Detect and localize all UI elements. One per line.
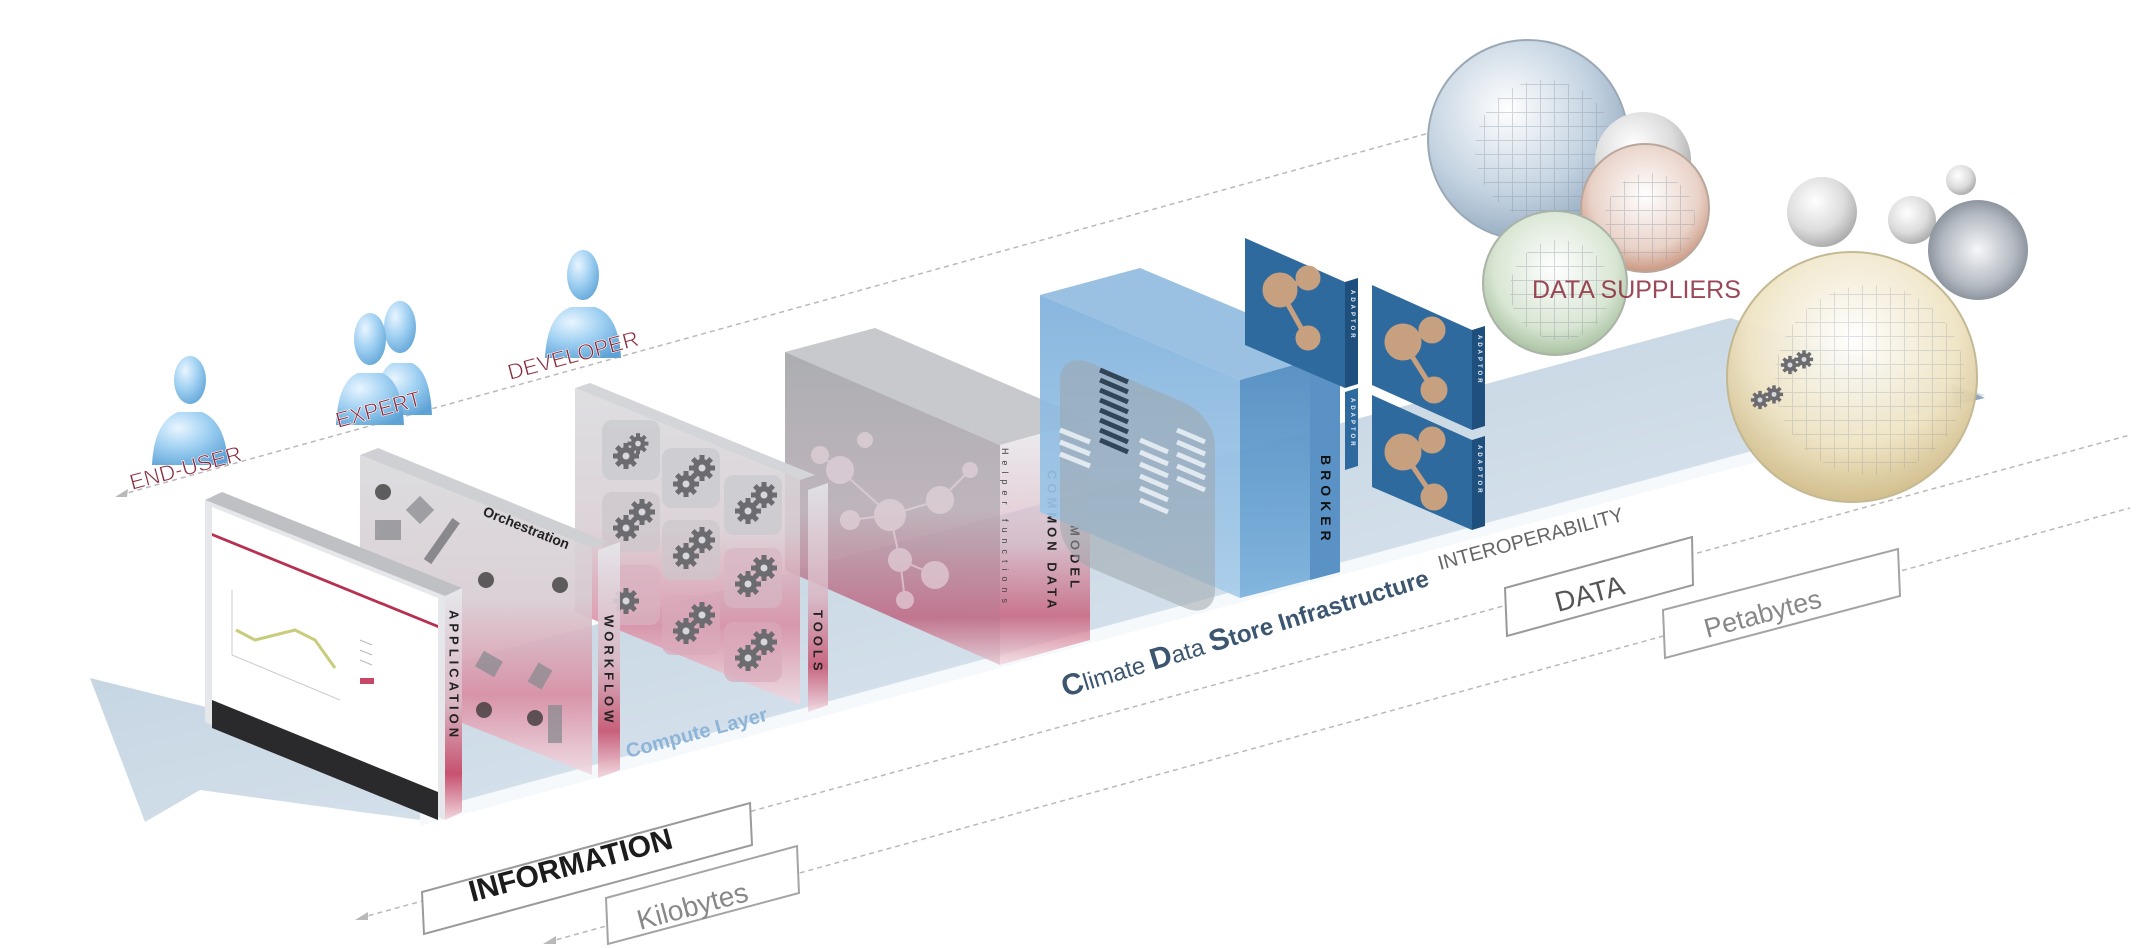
helper-functions-label: Helper functions: [1000, 448, 1010, 609]
title-rest-c: limate: [1080, 650, 1155, 696]
kilobytes-guide-line: [547, 507, 2131, 943]
person-icon: [152, 356, 228, 465]
adaptor-panel[interactable]: ADAPTOR: [1372, 285, 1485, 430]
adaptor-edge: [1472, 436, 1485, 530]
kilobytes-guide-arrowhead: [543, 936, 556, 944]
actor-developer[interactable]: [545, 250, 621, 358]
share-icon: [1262, 265, 1321, 351]
workflow-panel-top: [360, 448, 608, 548]
adaptor-face: [1372, 285, 1472, 430]
broker-light-lines: [1059, 427, 1206, 515]
bubble-grey: [1787, 177, 1857, 247]
bubble-grey: [1888, 196, 1936, 244]
adaptor-label: ADAPTOR: [1476, 335, 1482, 386]
adaptor-panel[interactable]: ADAPTOR: [1372, 395, 1485, 530]
adaptor-edge: [1472, 326, 1485, 430]
person-icon: [545, 250, 621, 358]
gear-tiles: [602, 420, 782, 682]
broker-dark-lines: [1099, 367, 1129, 455]
orchestration-icons: [375, 484, 568, 743]
actor-guide-arrowhead: [115, 489, 128, 497]
workflow-side-strip: [598, 542, 620, 778]
globe-gold[interactable]: [1726, 251, 1978, 503]
share-icon: [1384, 316, 1448, 404]
tools-panel-top: [575, 383, 815, 480]
tools-side-strip: [808, 483, 828, 712]
application-footer-bar: [212, 708, 438, 820]
bubble-grey: [1946, 165, 1976, 195]
broker-label: BROKER: [1318, 455, 1334, 546]
adaptor-label: ADAPTOR: [1476, 445, 1482, 496]
adaptor-panel[interactable]: ADAPTOR: [1245, 238, 1358, 388]
people-icon: [336, 301, 432, 425]
data-suppliers-label: DATA SUPPLIERS: [1532, 276, 1741, 304]
broker-inner-panel: [1060, 360, 1215, 611]
globe-blue[interactable]: [1427, 39, 1629, 241]
workflow-label: WORKFLOW: [602, 615, 617, 726]
application-frame-top: [205, 492, 462, 596]
adaptor-panel[interactable]: ADAPTOR: [1345, 388, 1358, 470]
broker-label-strip: [1310, 352, 1340, 580]
adaptor-label: ADAPTOR: [1349, 398, 1355, 449]
slab-edge-highlight: [420, 438, 1800, 826]
adaptor-edge: [1345, 278, 1358, 388]
guide-lines: [115, 129, 2131, 944]
share-icon: [1384, 426, 1448, 511]
actor-guide-line: [119, 129, 1441, 496]
adaptor-label: ADAPTOR: [1349, 290, 1355, 341]
information-guide-arrowhead: [355, 912, 368, 920]
mini-chart: [231, 590, 374, 701]
cdm-top-face: [785, 328, 1090, 445]
tools-label: TOOLS: [811, 610, 826, 675]
data-suppliers-group: DATA SUPPLIERS: [1427, 39, 2028, 503]
adaptors-group: ADAPTOR ADAPTOR ADAPTOR ADAPTOR: [1245, 238, 1485, 530]
bubble-dark: [1928, 200, 2028, 300]
actor-expert[interactable]: [336, 301, 432, 425]
application-header-line: [212, 533, 438, 628]
globe-green[interactable]: [1482, 210, 1628, 356]
application-side-strip: [445, 588, 462, 820]
broker-box[interactable]: BROKER: [1040, 268, 1340, 621]
actor-end-user[interactable]: [152, 356, 228, 465]
network-graph-icon: [811, 432, 978, 609]
application-label: APPLICATION: [447, 610, 462, 741]
petabytes-box: Petabytes: [1661, 547, 1902, 660]
application-screen[interactable]: APPLICATION: [205, 492, 462, 828]
tools-panel[interactable]: TOOLS: [575, 383, 828, 712]
adaptor-face: [1345, 388, 1358, 470]
